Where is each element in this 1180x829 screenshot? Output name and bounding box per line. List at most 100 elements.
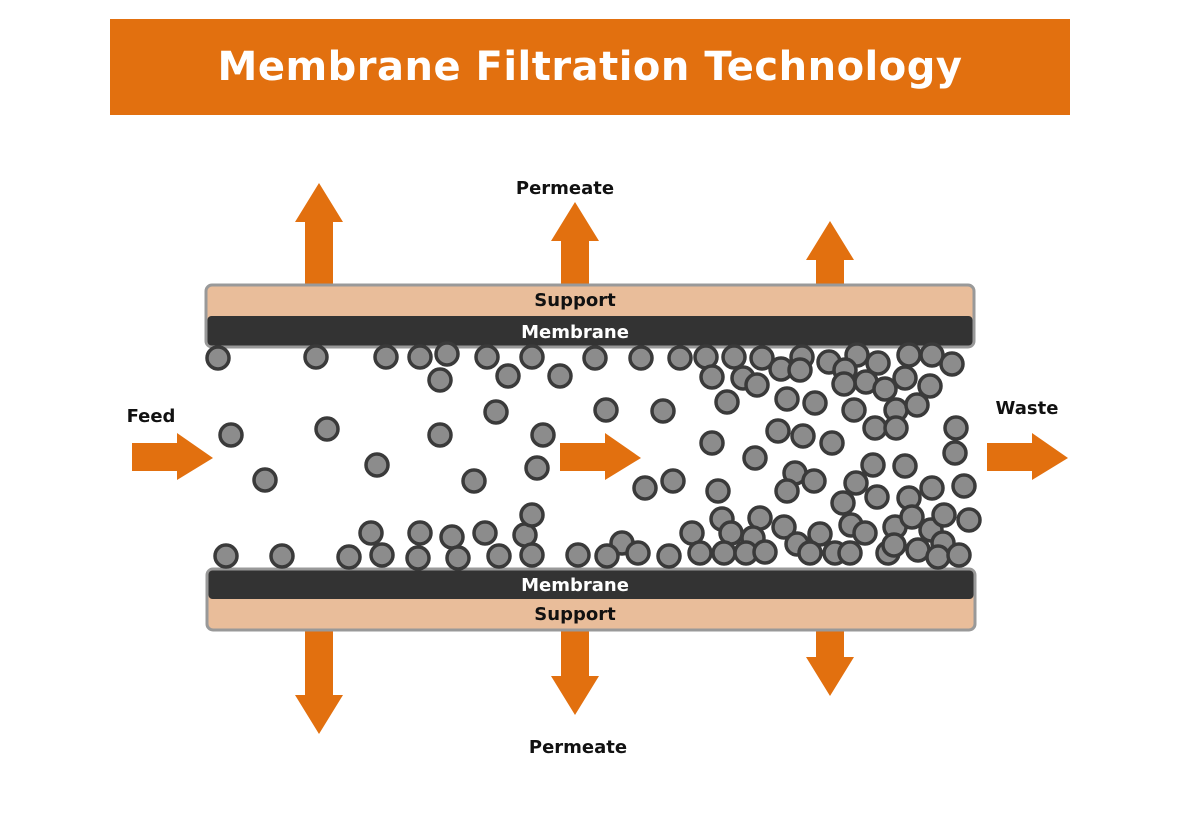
particle — [594, 543, 620, 569]
particle — [931, 502, 957, 528]
particle — [892, 365, 918, 391]
particle — [881, 532, 907, 558]
particle — [650, 398, 676, 424]
particle — [946, 542, 972, 568]
title-banner: Membrane Filtration Technology — [110, 19, 1070, 115]
particle — [530, 422, 556, 448]
particle — [841, 397, 867, 423]
particle — [790, 423, 816, 449]
particle — [565, 542, 591, 568]
particle — [667, 345, 693, 371]
particle — [807, 521, 833, 547]
particle — [872, 376, 898, 402]
particle — [797, 540, 823, 566]
permeate-arrow-up-2 — [551, 202, 599, 284]
particle — [711, 540, 737, 566]
particle — [714, 389, 740, 415]
particle — [919, 475, 945, 501]
particle — [830, 490, 856, 516]
particle — [837, 540, 863, 566]
particle — [864, 484, 890, 510]
particle — [721, 344, 747, 370]
particle — [917, 373, 943, 399]
particle — [483, 399, 509, 425]
particle — [218, 422, 244, 448]
particle — [519, 344, 545, 370]
particle — [472, 520, 498, 546]
particle — [774, 386, 800, 412]
particle — [445, 545, 471, 571]
particle — [303, 344, 329, 370]
particle — [628, 345, 654, 371]
support-label-top: Support — [534, 290, 616, 311]
particle — [899, 504, 925, 530]
particle — [474, 344, 500, 370]
particle — [519, 502, 545, 528]
particle — [632, 475, 658, 501]
particle — [625, 540, 651, 566]
membrane-label-bottom: Membrane — [521, 575, 629, 596]
particle — [699, 364, 725, 390]
particle — [896, 342, 922, 368]
particle — [852, 520, 878, 546]
particle — [336, 544, 362, 570]
permeate-arrow-down-2 — [551, 630, 599, 715]
particle — [593, 397, 619, 423]
membrane-layer-bottom — [208, 570, 974, 599]
permeate-arrow-up-1 — [295, 183, 343, 284]
particle — [407, 344, 433, 370]
particle — [771, 514, 797, 540]
particle — [862, 415, 888, 441]
particle — [939, 351, 965, 377]
particle — [656, 543, 682, 569]
permeate-arrow-down-1 — [295, 630, 343, 734]
particle — [358, 520, 384, 546]
particle — [547, 363, 573, 389]
permeate-arrow-down-3 — [806, 630, 854, 696]
particle — [904, 392, 930, 418]
particle — [705, 478, 731, 504]
particle — [519, 542, 545, 568]
particle — [925, 544, 951, 570]
particle — [495, 363, 521, 389]
particle — [865, 350, 891, 376]
particle — [660, 468, 686, 494]
particle — [956, 507, 982, 533]
particle — [943, 415, 969, 441]
feed-label: Feed — [127, 406, 176, 427]
particle — [699, 430, 725, 456]
membrane-layer-top — [207, 316, 973, 346]
waste-arrow — [987, 433, 1068, 480]
particle — [687, 540, 713, 566]
particle — [787, 357, 813, 383]
particle — [765, 418, 791, 444]
waste-label: Waste — [996, 398, 1059, 419]
permeate-arrow-up-3 — [806, 221, 854, 284]
particle — [951, 473, 977, 499]
particle — [439, 524, 465, 550]
particle — [883, 415, 909, 441]
particle — [373, 344, 399, 370]
particle — [205, 345, 231, 371]
particle — [252, 467, 278, 493]
particle — [942, 440, 968, 466]
particle — [843, 470, 869, 496]
particles — [205, 341, 982, 571]
particle — [802, 390, 828, 416]
particle — [892, 453, 918, 479]
particle — [314, 416, 340, 442]
particle — [461, 468, 487, 494]
particle — [860, 452, 886, 478]
particle — [405, 545, 431, 571]
diagram-title: Membrane Filtration Technology — [217, 44, 963, 90]
particle — [486, 543, 512, 569]
permeate-label-bottom: Permeate — [529, 737, 627, 758]
particle — [831, 371, 857, 397]
particle — [269, 543, 295, 569]
particle — [819, 430, 845, 456]
particle — [213, 543, 239, 569]
particle — [744, 372, 770, 398]
particle — [774, 478, 800, 504]
support-label-bottom: Support — [534, 604, 616, 625]
